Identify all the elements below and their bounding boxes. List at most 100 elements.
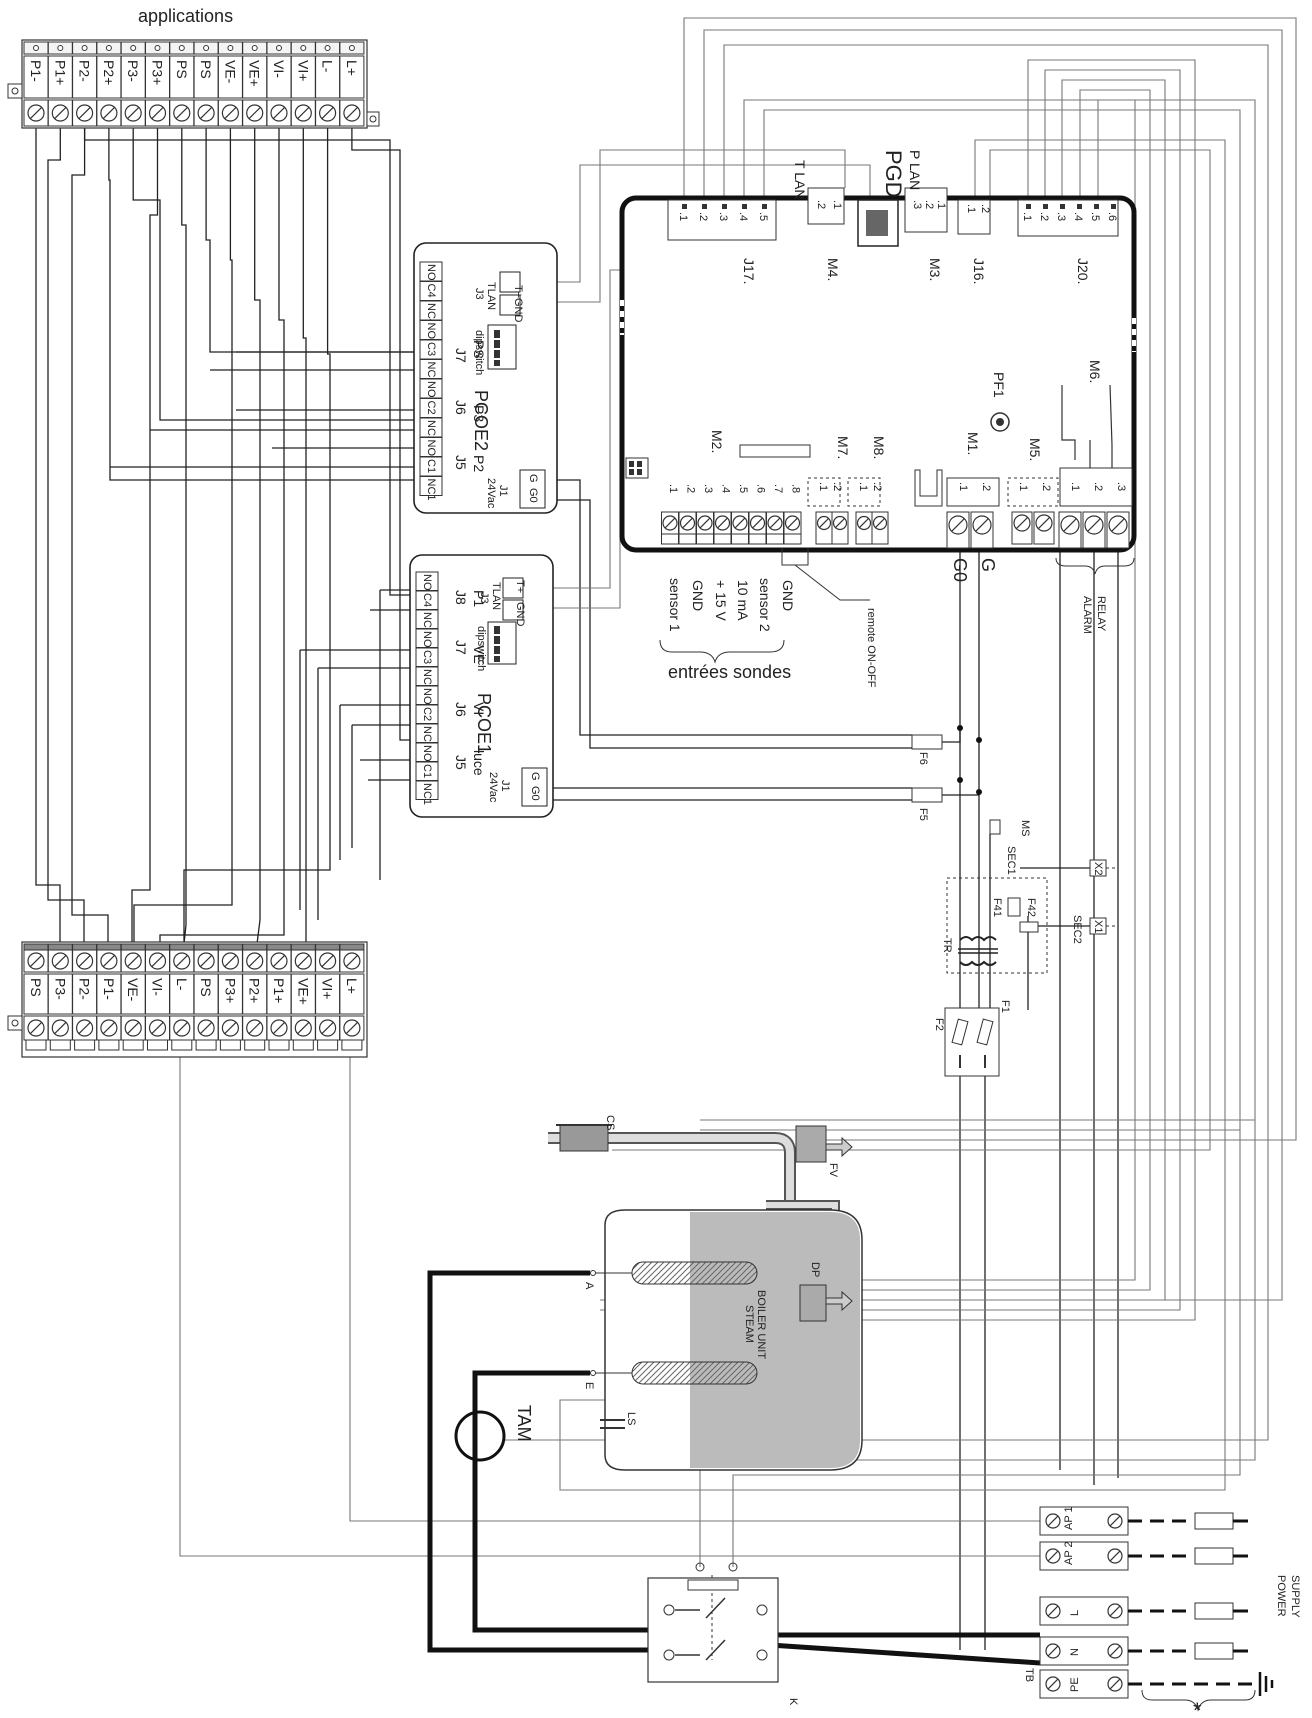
pcoe1-term-gnd: GND <box>514 602 526 627</box>
bottom-strip-label: PS <box>28 978 44 997</box>
pcoe2-term-plus: T+ <box>512 285 524 298</box>
pcoe1-j5-label: J5 <box>453 755 469 770</box>
pin-label: .5 <box>1089 212 1101 221</box>
steam-boiler: CS FV A E STEAM BOILER UNIT DP LS <box>548 1115 863 1471</box>
m2-pin-label: .1 <box>667 484 679 493</box>
controller-screw-terminals <box>661 511 1130 549</box>
svg-text:.3: .3 <box>911 200 923 209</box>
svg-text:.1: .1 <box>965 204 977 213</box>
bottom-strip-label: PS <box>198 978 214 997</box>
signal-wires <box>179 17 1297 1567</box>
remote-onoff-label: remote ON-OFF <box>865 608 877 688</box>
pcoe2-contact-label: NC1 <box>425 479 437 501</box>
top-strip-label: VI+ <box>295 60 311 81</box>
pcoe1-contact-label: C1 <box>421 764 433 778</box>
ap2-label: AP 2 <box>1063 1541 1075 1565</box>
boiler-unit-label2: BOILER UNIT <box>755 1290 767 1359</box>
top-strip-label: P3+ <box>150 60 166 85</box>
pcoe2-contact-label: NO2 <box>425 381 437 404</box>
svg-text:.1: .1 <box>935 200 947 209</box>
f2-label: F2 <box>933 1018 945 1031</box>
pcoe2-tlan-label: TLAN <box>485 282 497 310</box>
svg-text:.2: .2 <box>980 482 992 491</box>
m6-label: M6. <box>1087 360 1103 383</box>
pcoe2-j7-label: J7 <box>453 348 469 363</box>
contactor-k: K <box>647 1562 799 1706</box>
m2-pin-label: .6 <box>755 484 767 493</box>
pcoe1-term-plus: T+ <box>514 580 526 593</box>
pcoe1-g-label: G <box>529 772 541 781</box>
pcoe1-tlan-label: TLAN <box>490 582 502 610</box>
sensor-2-label: sensor 2 <box>757 578 773 632</box>
pcoe2-j1-label: J1 <box>497 485 509 497</box>
heavy-wires <box>427 1270 1041 1666</box>
sec1-label: SEC1 <box>1005 846 1017 875</box>
top-strip-label: VE+ <box>247 60 263 87</box>
tam-label: TAM <box>514 1405 534 1442</box>
svg-text:.1: .1 <box>1069 482 1081 491</box>
svg-text:.2: .2 <box>815 200 827 209</box>
alarm-label: ALARM <box>1081 596 1093 634</box>
tr-label: TR <box>941 938 953 953</box>
pcoe2-contact-label: C4 <box>425 284 437 298</box>
tlan-label: T LAN <box>792 160 808 199</box>
plan-label: P LAN <box>907 150 923 190</box>
m2-pin-label: .8 <box>790 484 802 493</box>
pcoe1-j1-label: J1 <box>499 780 511 792</box>
pcoe2-contact-label: NO4 <box>425 264 437 287</box>
pcoe2-contact-label: NO1 <box>425 440 437 463</box>
pcoe2-contact-label: C2 <box>425 401 437 415</box>
ls-label: LS <box>625 1412 637 1425</box>
j16-label: J16. <box>971 258 987 284</box>
top-strip-label: P1+ <box>52 60 68 85</box>
top-strip-label: P1- <box>28 60 44 82</box>
pcoe1-contact-label: C3 <box>421 650 433 664</box>
n-label: N <box>1069 1648 1081 1656</box>
tb-label: TB <box>1023 1668 1035 1682</box>
svg-text:.2: .2 <box>831 482 843 491</box>
pcoe2-j5-label: J5 <box>453 455 469 470</box>
m2-pin-label: .7 <box>772 484 784 493</box>
pcoe1-j3-label: J3 <box>478 592 490 604</box>
svg-text:.2: .2 <box>979 204 991 213</box>
boiler-e-label: E <box>583 1382 595 1389</box>
g0-label: G0 <box>950 558 970 582</box>
top-strip-label: P2+ <box>101 60 117 85</box>
pcoe1-g0-label: G0 <box>529 786 541 801</box>
pcoe1-ve-label: VE <box>471 645 487 664</box>
power-section: F6 F5 MS SEC1 X2 X1 SEC2 F41 F42 TR F2 F… <box>911 725 1118 1077</box>
svg-text:.1: .1 <box>857 482 869 491</box>
m2-pin-label: .4 <box>720 484 732 493</box>
bottom-strip-label: P3- <box>52 978 68 1000</box>
bottom-strip-label: P1- <box>101 978 117 1000</box>
m8-label: M8. <box>871 436 887 459</box>
pcoe2-contact-label: C1 <box>425 459 437 473</box>
pcoe2-j3-label: J3 <box>473 288 485 300</box>
cs-label: CS <box>604 1115 616 1130</box>
pin-label: .2 <box>697 212 709 221</box>
svg-text:.2: .2 <box>923 200 935 209</box>
pin-label: .4 <box>1072 212 1084 221</box>
m7-label: M7. <box>835 436 851 459</box>
pin-label: .3 <box>717 212 729 221</box>
k-label: K <box>787 1698 799 1706</box>
svg-text:.2: .2 <box>1040 482 1052 491</box>
bottom-strip-label: VE+ <box>295 978 311 1005</box>
pcoe1-j6-label: J6 <box>453 702 469 717</box>
sec2-label: SEC2 <box>1071 915 1083 944</box>
svg-text:.2: .2 <box>1092 482 1104 491</box>
top-strip-label: L- <box>320 60 336 73</box>
pcoe1-contact-label: NC1 <box>421 783 433 805</box>
top-strip-label: PS <box>198 60 214 79</box>
pcoe1-vac-label: 24Vac <box>487 772 499 803</box>
bottom-strip-label: VE- <box>125 978 141 1002</box>
pin-label: .6 <box>1106 212 1118 221</box>
pcoe1-contact-label: C2 <box>421 707 433 721</box>
sensor-1-label: sensor 1 <box>667 578 683 632</box>
supply-label: SUPPLY <box>1289 1575 1301 1618</box>
m5-label: M5. <box>1027 438 1043 461</box>
svg-text:.1: .1 <box>957 482 969 491</box>
pcoe2-contact-label: NC2 <box>425 420 437 442</box>
